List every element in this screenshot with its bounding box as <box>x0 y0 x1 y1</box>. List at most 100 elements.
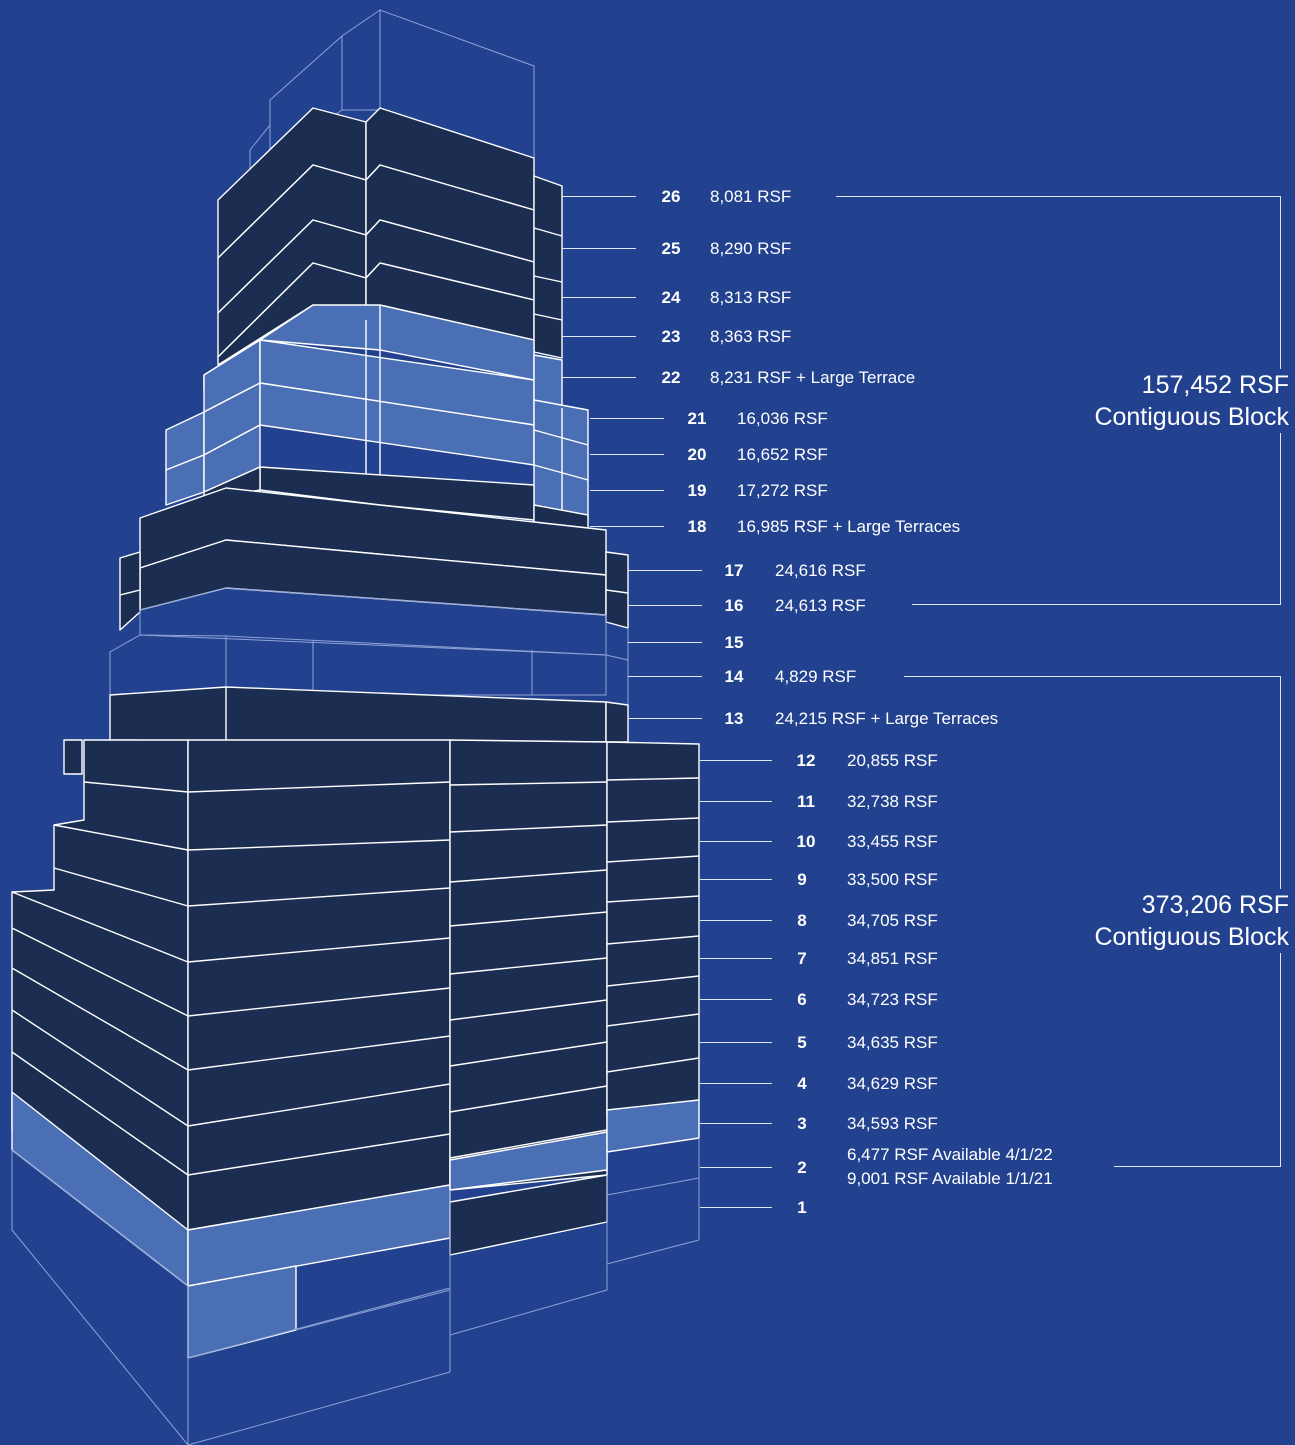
floor-8-area: 34,705 RSF <box>847 911 938 930</box>
leader-9 <box>700 879 772 880</box>
floor-14-area: 4,829 RSF <box>775 667 857 686</box>
floor-15-number: 15 <box>724 633 744 652</box>
floor-11-area: 32,738 RSF <box>847 792 938 811</box>
floor-10-area: 33,455 RSF <box>847 832 938 851</box>
floor-5-number: 5 <box>797 1033 807 1052</box>
floor-13-area: 24,215 RSF + Large Terraces <box>775 709 999 728</box>
tower-floors-16-18 <box>119 487 629 631</box>
floor-17-number: 17 <box>724 561 744 580</box>
floor-24-area: 8,313 RSF <box>710 288 792 307</box>
floor-2-number: 2 <box>797 1158 807 1177</box>
leader-21 <box>590 418 664 419</box>
upper-block-rsf: 157,452 RSF <box>1141 371 1289 399</box>
floor-3-number: 3 <box>797 1114 807 1133</box>
floor-24-number: 24 <box>661 288 681 307</box>
podium-far-face <box>606 741 700 1116</box>
floor-8-number: 8 <box>797 911 807 930</box>
leader-3 <box>700 1123 772 1124</box>
floor-13-number: 13 <box>724 709 744 728</box>
upper-block-label: 157,452 RSF Contiguous Block <box>1088 369 1289 433</box>
floor-25-number: 25 <box>661 239 681 258</box>
leader-20 <box>590 454 664 455</box>
floor-3-area: 34,593 RSF <box>847 1114 938 1133</box>
floor-22-area: 8,231 RSF + Large Terrace <box>710 368 916 387</box>
floor-18-area: 16,985 RSF + Large Terraces <box>737 517 961 536</box>
floor-1-number: 1 <box>797 1198 807 1217</box>
floor-7-area: 34,851 RSF <box>847 949 938 968</box>
leader-17 <box>628 570 702 571</box>
floor-26-number: 26 <box>661 187 681 206</box>
floor-16-number: 16 <box>724 596 744 615</box>
floor-26-area: 8,081 RSF <box>710 187 792 206</box>
floor-21-number: 21 <box>687 409 707 428</box>
leader-22 <box>562 377 636 378</box>
floor-21-area: 16,036 RSF <box>737 409 828 428</box>
floor-20-number: 20 <box>687 445 707 464</box>
leader-2 <box>700 1167 772 1168</box>
floor-5-area: 34,635 RSF <box>847 1033 938 1052</box>
podium-right-face <box>449 739 608 1191</box>
leader-4 <box>700 1083 772 1084</box>
floor-9-number: 9 <box>797 870 807 889</box>
floor-2-area-secondary: 9,001 RSF Available 1/1/21 <box>847 1169 1053 1188</box>
floor-17-area: 24,616 RSF <box>775 561 866 580</box>
leader-14 <box>628 676 702 677</box>
floor-20-area: 16,652 RSF <box>737 445 828 464</box>
lower-block-caption: Contiguous Block <box>1094 923 1289 951</box>
floor-23-number: 23 <box>661 327 681 346</box>
floor-10-number: 10 <box>796 832 816 851</box>
lower-block-label: 373,206 RSF Contiguous Block <box>1088 889 1289 953</box>
leader-1 <box>700 1207 772 1208</box>
leader-19 <box>590 490 664 491</box>
upper-block-caption: Contiguous Block <box>1094 403 1289 431</box>
podium-floor-lines <box>11 739 700 1176</box>
floor-23-area: 8,363 RSF <box>710 327 792 346</box>
floor-22-number: 22 <box>661 368 681 387</box>
leader-6 <box>700 999 772 1000</box>
floor-2 <box>11 1091 700 1359</box>
upper-block-bottom-line <box>912 604 1281 605</box>
leader-12 <box>700 760 772 761</box>
tower-side <box>533 175 563 359</box>
leader-24 <box>562 297 636 298</box>
podium-center-face <box>187 739 451 1231</box>
leader-16 <box>628 605 702 606</box>
leader-7 <box>700 958 772 959</box>
leader-13 <box>628 718 702 719</box>
floor-12-area: 20,855 RSF <box>847 751 938 770</box>
floor-18-number: 18 <box>687 517 707 536</box>
leader-5 <box>700 1042 772 1043</box>
floor-11-number: 11 <box>797 792 815 811</box>
leader-11 <box>700 801 772 802</box>
podium-floors <box>11 739 700 1231</box>
floor-14-number: 14 <box>724 667 744 686</box>
floor-6-area: 34,723 RSF <box>847 990 938 1009</box>
floor-2-area: 6,477 RSF Available 4/1/22 <box>847 1145 1053 1164</box>
floor-12-number: 12 <box>796 751 816 770</box>
leader-23 <box>562 336 636 337</box>
floor-7-number: 7 <box>797 949 807 968</box>
floor-19-area: 17,272 RSF <box>737 481 828 500</box>
tower-floors-14-15 <box>109 587 629 705</box>
lower-block-rsf: 373,206 RSF <box>1141 891 1289 919</box>
lower-block-top-line <box>904 676 1281 677</box>
leader-18 <box>590 526 664 527</box>
lower-block-bottom-line <box>1114 1166 1281 1167</box>
leader-26 <box>562 196 636 197</box>
leader-8 <box>700 920 772 921</box>
tower-floors-23-26 <box>217 107 563 366</box>
floor-9-area: 33,500 RSF <box>847 870 938 889</box>
leader-10 <box>700 841 772 842</box>
floor-19-number: 19 <box>687 481 707 500</box>
floor-4-area: 34,629 RSF <box>847 1074 938 1093</box>
floor-4-number: 4 <box>797 1074 807 1093</box>
leader-25 <box>562 248 636 249</box>
floor-6-number: 6 <box>797 990 807 1009</box>
ground-floor <box>11 1138 700 1445</box>
upper-block-top-line <box>836 196 1281 197</box>
floor-16-area: 24,613 RSF <box>775 596 866 615</box>
leader-15 <box>628 642 702 643</box>
tower-floors-19-22 <box>165 304 589 521</box>
